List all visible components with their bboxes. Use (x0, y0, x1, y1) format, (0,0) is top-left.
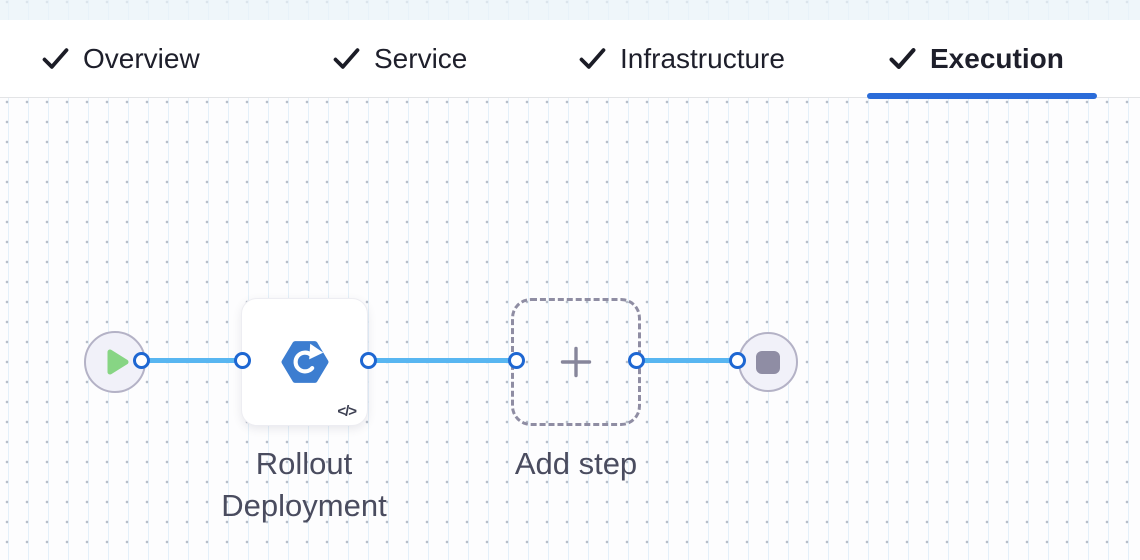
tab-execution-label: Execution (930, 42, 1064, 74)
tab-service[interactable]: Service (332, 20, 467, 97)
tab-infrastructure[interactable]: Infrastructure (578, 20, 785, 97)
check-icon (42, 48, 69, 69)
port-addstep-out[interactable] (628, 352, 645, 369)
port-step-out[interactable] (360, 352, 377, 369)
active-tab-indicator (867, 93, 1097, 99)
tab-overview-label: Overview (83, 42, 200, 74)
port-step-in[interactable] (234, 352, 251, 369)
connector-step-to-addstep (368, 358, 516, 363)
port-start-out[interactable] (133, 352, 150, 369)
check-icon (889, 48, 916, 69)
pipeline-end-node[interactable] (738, 332, 798, 392)
port-end-in[interactable] (729, 352, 746, 369)
step-node-rollout-deployment[interactable]: </> (241, 298, 368, 426)
stop-icon (756, 350, 780, 374)
stage-config-tabbar: Overview Service Infrastructure Executio… (0, 20, 1140, 99)
check-icon (333, 48, 360, 69)
play-icon (107, 349, 128, 375)
connector-addstep-to-end (637, 358, 738, 363)
tab-infrastructure-label: Infrastructure (620, 42, 785, 74)
tab-overview[interactable]: Overview (41, 20, 200, 97)
tab-service-label: Service (374, 42, 468, 74)
k8s-rollout-icon (281, 341, 328, 383)
check-icon (579, 48, 606, 69)
step-node-label: Rollout Deployment (221, 446, 387, 523)
tab-execution[interactable]: Execution (888, 20, 1064, 97)
add-step-node[interactable] (511, 298, 641, 426)
plus-icon (560, 346, 592, 378)
port-addstep-in[interactable] (508, 352, 525, 369)
add-step-label: Add step (514, 446, 638, 481)
canvas-top-strip (0, 0, 1140, 20)
connector-start-to-step (142, 358, 242, 363)
code-badge-icon[interactable]: </> (337, 403, 357, 420)
